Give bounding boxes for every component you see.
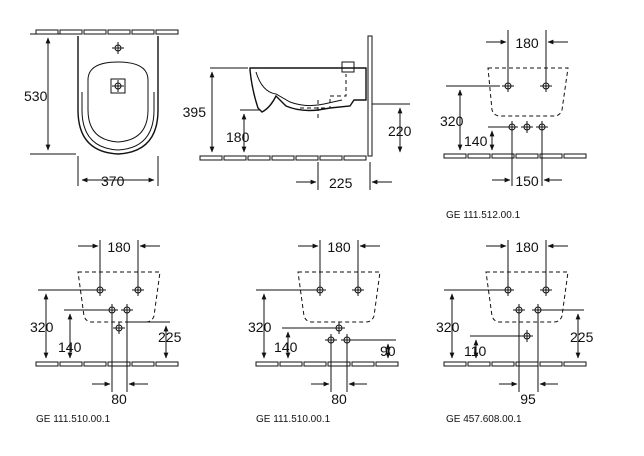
install-panel-1: 180 320 140 150 GE 111.512.00.1 bbox=[440, 30, 587, 221]
panel4-left-low-label: 110 bbox=[464, 343, 487, 359]
panel3-left-high-label: 320 bbox=[248, 319, 272, 335]
panel1-hole-icon bbox=[539, 79, 553, 93]
panel2-reference: GE 111.510.00.1 bbox=[36, 414, 111, 425]
side-height-total-label: 395 bbox=[183, 104, 207, 120]
panel2-right-label: 225 bbox=[158, 329, 182, 345]
drain-icon bbox=[111, 79, 125, 93]
panel4-top-label: 180 bbox=[515, 239, 539, 255]
panel4-floor bbox=[443, 361, 587, 367]
panel2-floor bbox=[35, 361, 179, 367]
panel2-bottom-label: 80 bbox=[111, 391, 127, 407]
front-view: 530 370 bbox=[24, 29, 179, 189]
panel2-hole-icon bbox=[131, 283, 145, 297]
panel4-hole-icon bbox=[539, 283, 553, 297]
panel1-hole-icon bbox=[501, 79, 515, 93]
panel2-hole-icon bbox=[93, 283, 107, 297]
front-width-label: 370 bbox=[101, 173, 125, 189]
panel1-outline bbox=[487, 67, 569, 117]
bidet-front-outline bbox=[77, 36, 159, 155]
panel4-outline bbox=[485, 271, 569, 323]
tap-hole-icon bbox=[111, 41, 125, 55]
panel4-hole-icon bbox=[501, 283, 515, 297]
install-panel-4: 180 320 110 225 95 GE 457.608.00.1 bbox=[436, 239, 594, 425]
panel1-reference: GE 111.512.00.1 bbox=[446, 210, 521, 221]
panel2-outline bbox=[77, 271, 161, 323]
panel1-left-low-label: 140 bbox=[464, 133, 488, 149]
bidet-rim-inner bbox=[81, 92, 155, 151]
bidet-bowl-outline bbox=[87, 61, 149, 143]
panel1-floor bbox=[443, 153, 587, 159]
install-panel-2: 180 320 140 225 80 GE 111.510.00.1 bbox=[30, 239, 182, 425]
panel3-top-label: 180 bbox=[327, 239, 351, 255]
panel3-right-label: 90 bbox=[380, 343, 396, 359]
panel3-fitting-icon bbox=[332, 321, 346, 335]
side-view: 395 180 220 225 bbox=[183, 35, 412, 191]
side-depth-label: 225 bbox=[329, 175, 353, 191]
panel4-bottom-label: 95 bbox=[520, 391, 536, 407]
panel3-reference: GE 111.510.00.1 bbox=[256, 414, 331, 425]
panel1-top-label: 180 bbox=[515, 35, 539, 51]
panel1-left-high-label: 320 bbox=[440, 113, 464, 129]
front-wall-line bbox=[35, 29, 179, 35]
panel4-left-high-label: 320 bbox=[436, 319, 460, 335]
panel2-drain-icon bbox=[112, 321, 126, 335]
side-floor bbox=[199, 155, 367, 161]
install-panel-3: 180 320 140 90 80 GE 111.510.00.1 bbox=[248, 239, 399, 425]
panel4-reference: GE 457.608.00.1 bbox=[446, 414, 522, 425]
panel2-left-low-label: 140 bbox=[58, 339, 82, 355]
panel2-top-label: 180 bbox=[107, 239, 131, 255]
panel3-left-low-label: 140 bbox=[274, 339, 298, 355]
panel1-fitting-icon bbox=[520, 120, 534, 134]
panel2-left-high-label: 320 bbox=[30, 319, 54, 335]
panel3-hole-icon bbox=[313, 283, 327, 297]
panel4-drain-icon bbox=[520, 329, 534, 343]
side-height-right-label: 220 bbox=[388, 123, 412, 139]
panel4-right-label: 225 bbox=[570, 329, 594, 345]
panel3-bottom-label: 80 bbox=[331, 391, 347, 407]
panel1-bottom-label: 150 bbox=[515, 173, 539, 189]
panel3-outline bbox=[297, 271, 381, 323]
panel3-floor bbox=[255, 361, 399, 367]
side-wall bbox=[367, 35, 373, 157]
side-height-low-label: 180 bbox=[226, 129, 250, 145]
panel3-hole-icon bbox=[351, 283, 365, 297]
front-height-label: 530 bbox=[24, 88, 48, 104]
